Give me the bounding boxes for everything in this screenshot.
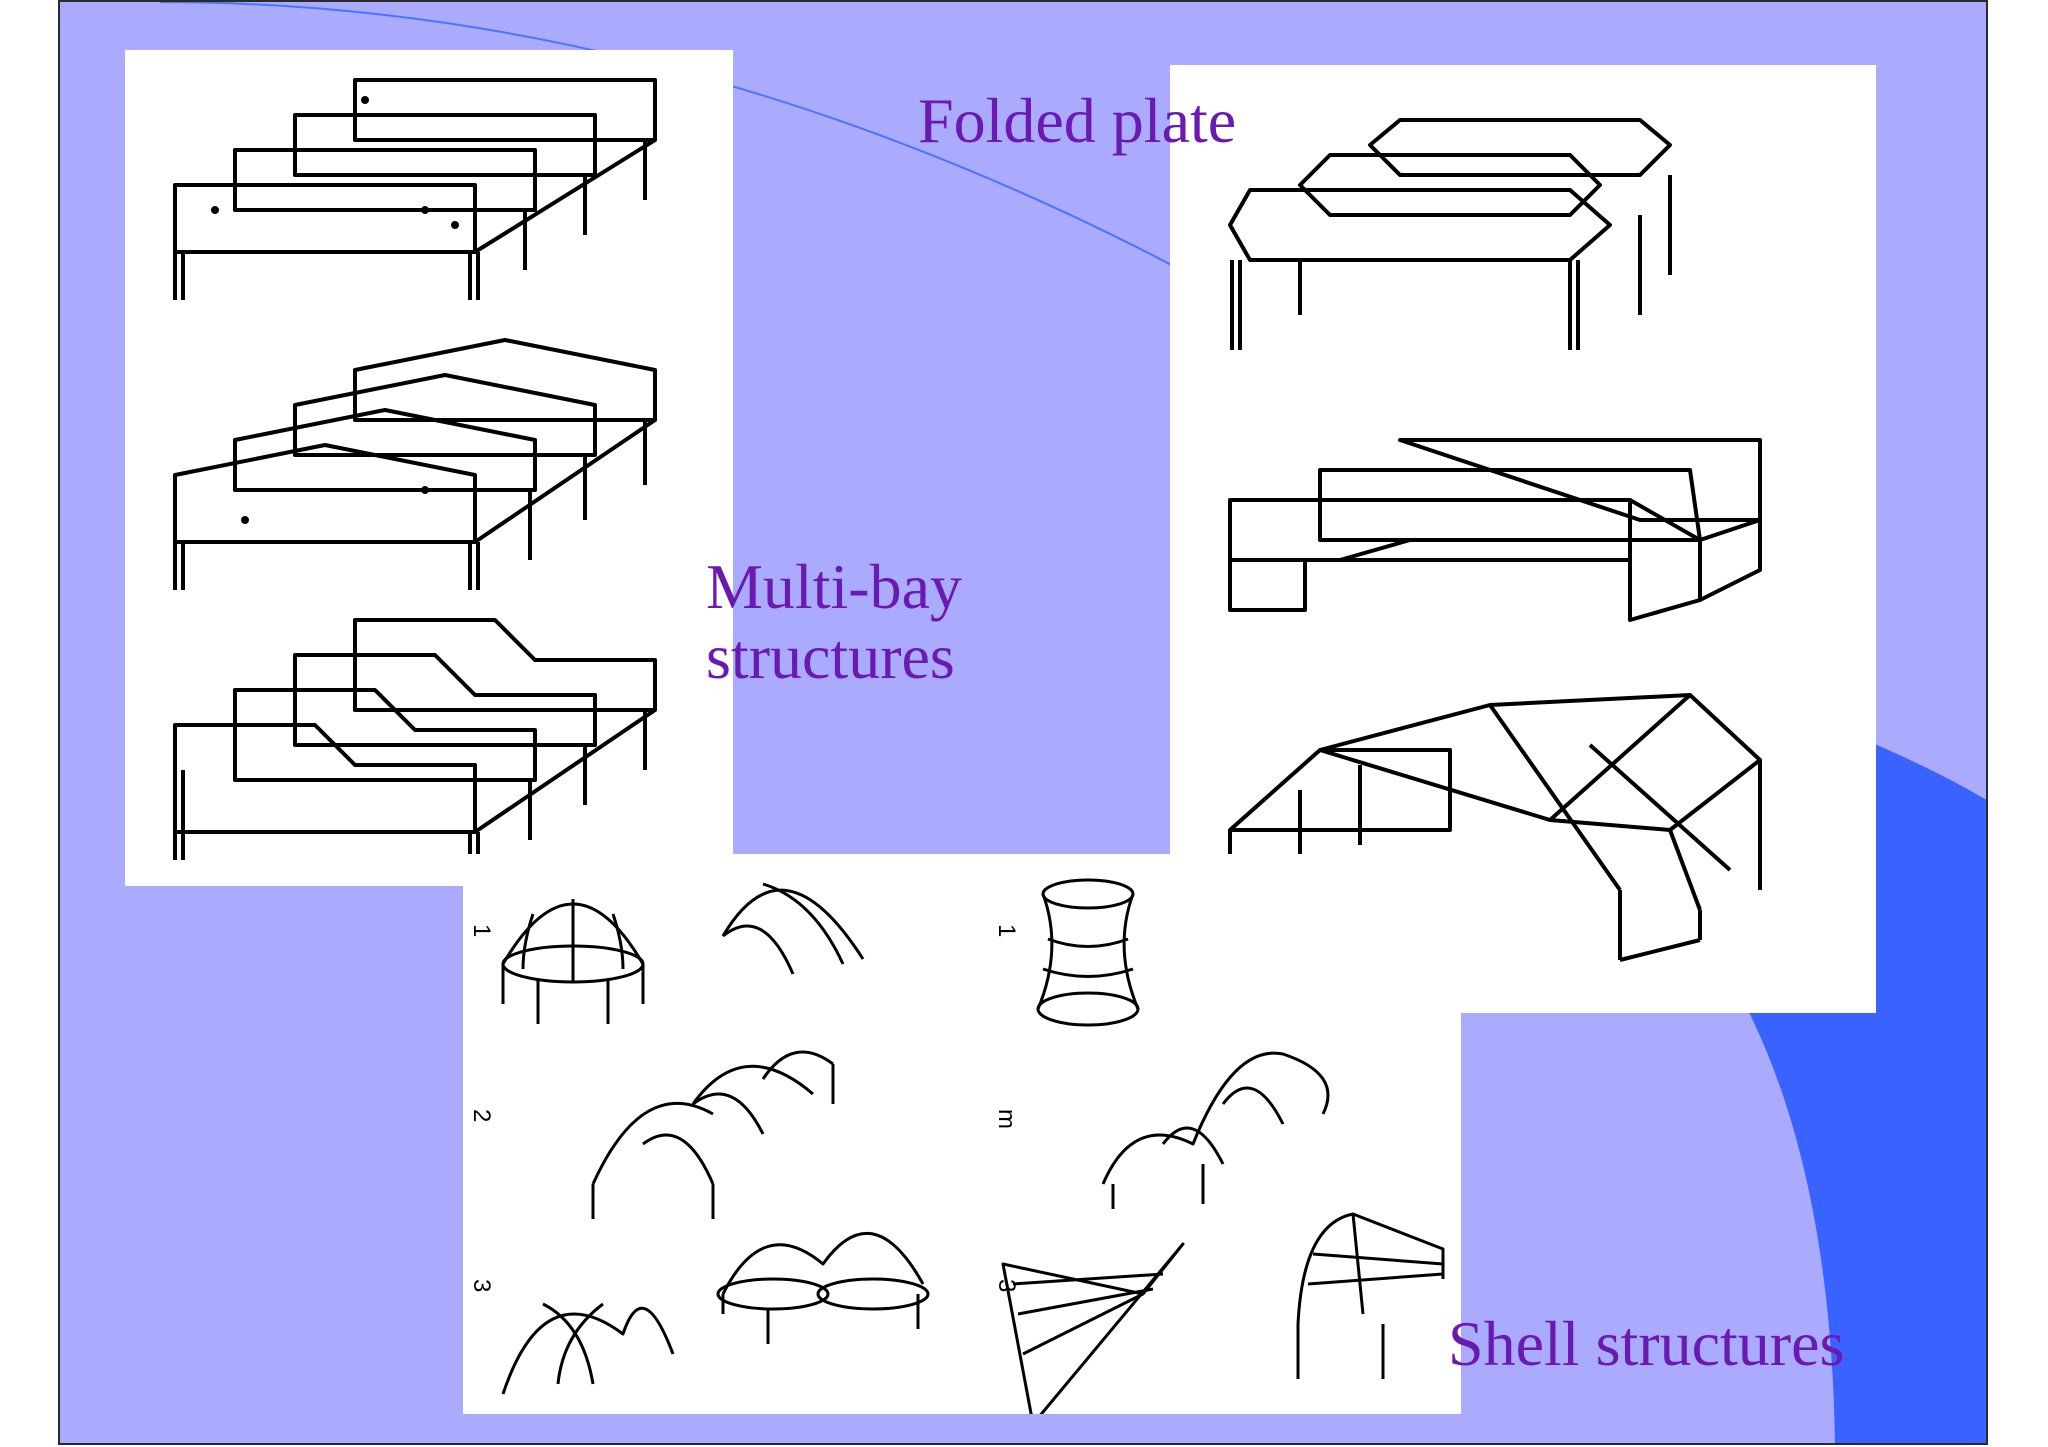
row-number-3-left: 3	[468, 1279, 495, 1292]
barrel-vault-drawing	[591, 1050, 835, 1219]
trough-folded-plate-roof	[1228, 438, 1762, 622]
row-number-1-left: 1	[468, 924, 495, 937]
cross-vault-drawing	[501, 1302, 675, 1395]
shell-drawings: 1 1 2 m 3 3	[468, 878, 1445, 1414]
corrugated-vault-drawing	[1101, 1051, 1330, 1209]
slide: 1 1 2 m 3 3	[58, 0, 1988, 1445]
ribbed-dome-drawing	[501, 899, 645, 1024]
double-dome-drawing	[716, 1231, 930, 1344]
row-number-1-right: 1	[993, 924, 1020, 937]
row-number-2-right: m	[993, 1109, 1020, 1129]
multi-bay-drawings-panel	[125, 50, 733, 886]
shell-drawings-panel: 1 1 2 m 3 3	[463, 854, 1461, 1414]
flat-multi-bay-frame	[173, 78, 657, 300]
hyperbolic-paraboloid-drawing	[1001, 1242, 1185, 1414]
multi-bay-label-line2: structures	[706, 621, 955, 693]
pitched-multi-bay-frame	[173, 338, 657, 590]
row-number-2-left: 2	[468, 1109, 495, 1122]
hyperboloid-shell-drawing	[1036, 878, 1140, 1027]
multi-bay-structures-label: Multi-bay structures	[706, 551, 962, 693]
vaulted-dome-drawing	[721, 882, 865, 975]
conoid-shell-drawing	[1296, 1212, 1445, 1379]
folded-plate-drawings	[1228, 118, 1762, 962]
shell-structures-label: Shell structures	[1448, 1308, 1845, 1379]
folded-plate-arch	[1228, 693, 1762, 962]
stepped-multi-bay-frame	[173, 618, 657, 860]
multi-bay-label-line1: Multi-bay	[706, 551, 962, 622]
folded-plate-label: Folded plate	[918, 85, 1237, 156]
multi-bay-drawings	[173, 78, 657, 860]
gabled-folded-plate-roof	[1228, 118, 1672, 350]
